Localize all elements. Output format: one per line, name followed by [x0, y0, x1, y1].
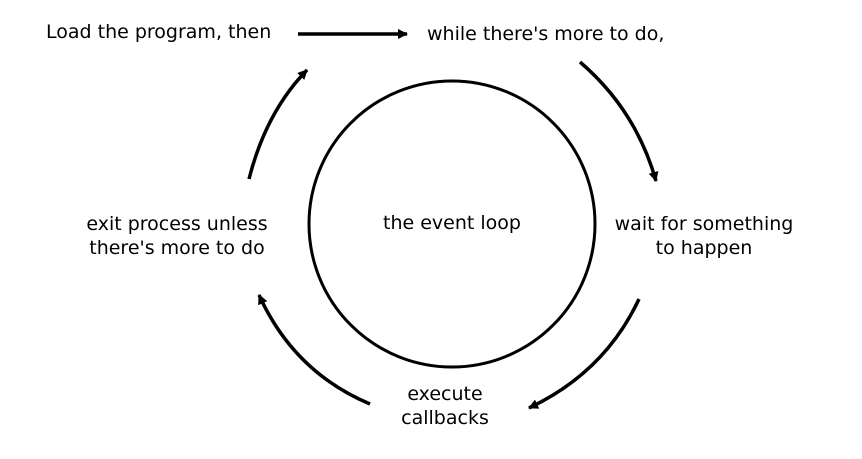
- execute-label: execute callbacks: [375, 382, 515, 430]
- arrow-wait-to-execute: [528, 298, 641, 410]
- loop-check-label: while there's more to do,: [427, 23, 665, 45]
- exit-label: exit process unless there's more to do: [72, 212, 282, 260]
- wait-label-line-1: wait for something: [614, 213, 794, 235]
- execute-label-line-1: execute: [407, 383, 483, 405]
- event-loop-circle: [307, 79, 597, 369]
- center-label: the event loop: [383, 212, 521, 234]
- arrow-execute-to-exit: [257, 294, 371, 406]
- exit-label-line-1: exit process unless: [86, 213, 268, 235]
- wait-label-line-2: to happen: [655, 237, 753, 259]
- arrow-loop-to-wait: [578, 60, 659, 182]
- start-label: Load the program, then: [46, 21, 272, 43]
- arrow-exit-to-loop: [247, 68, 309, 180]
- execute-label-line-2: callbacks: [401, 407, 489, 429]
- wait-label: wait for something to happen: [604, 212, 804, 260]
- exit-label-line-2: there's more to do: [89, 237, 265, 259]
